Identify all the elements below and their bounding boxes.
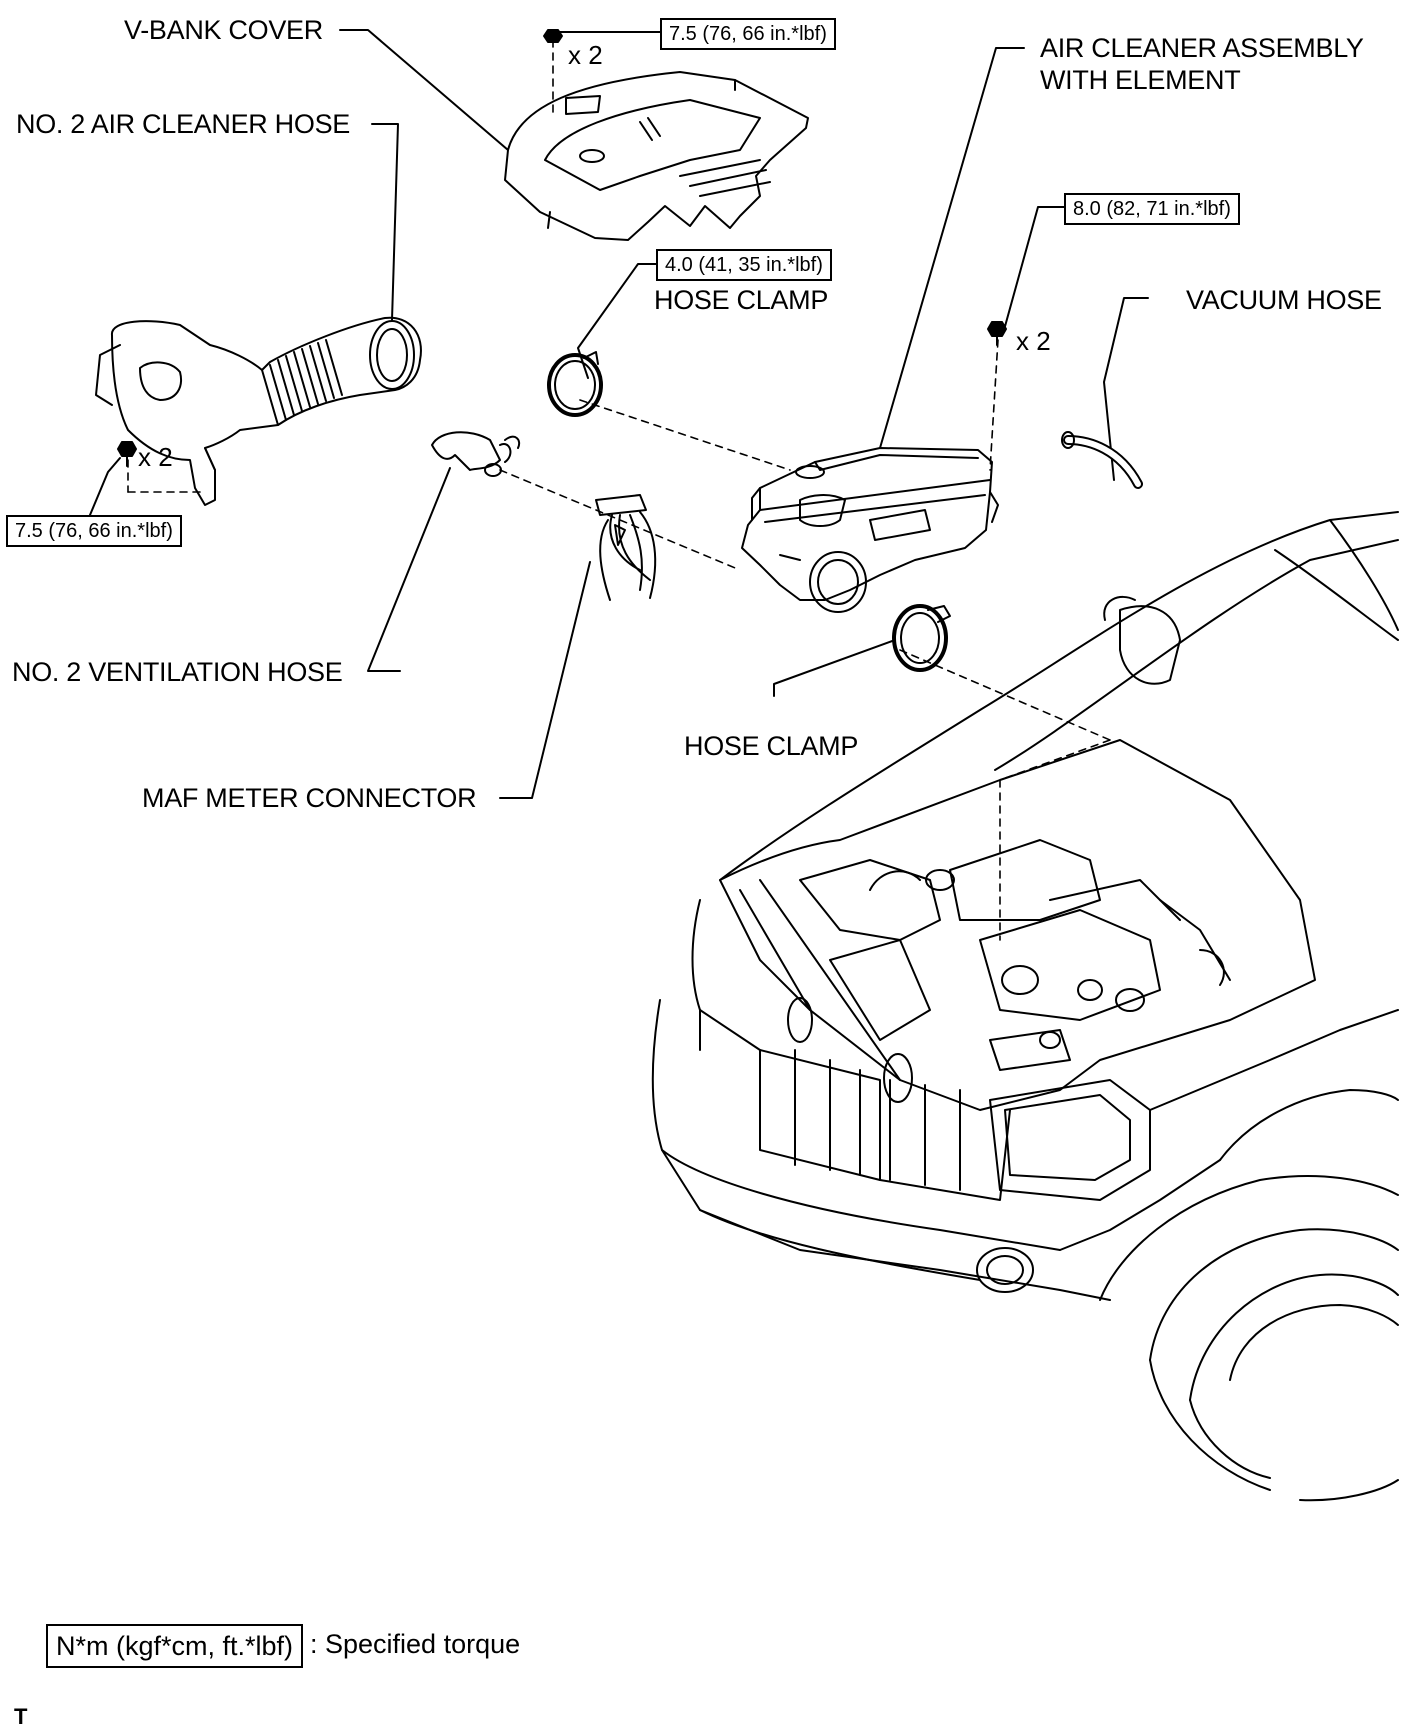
maf-meter-connector-drawing bbox=[595, 494, 657, 601]
legend-torque-unit-box: N*m (kgf*cm, ft.*lbf) bbox=[46, 1624, 304, 1668]
vacuum-hose-drawing bbox=[1061, 431, 1143, 489]
label-maf-meter-connector: MAF METER CONNECTOR bbox=[142, 783, 477, 813]
label-air-cleaner-assembly-line1: AIR CLEANER ASSEMBLY bbox=[1040, 33, 1364, 63]
no2-ventilation-hose-drawing bbox=[431, 431, 521, 477]
label-v-bank-cover: V-BANK COVER bbox=[124, 15, 323, 45]
hose-bracket-bolt-drawing bbox=[117, 441, 137, 467]
torque-assembly-bolt: 8.0 (82, 71 in.*lbf) bbox=[1064, 193, 1240, 225]
cover-nut-drawing bbox=[543, 29, 563, 43]
assembly-bolt-drawing bbox=[987, 321, 1007, 346]
legend-specified-torque: : Specified torque bbox=[310, 1629, 521, 1659]
torque-hose-clamp: 4.0 (41, 35 in.*lbf) bbox=[656, 249, 832, 281]
air-cleaner-assembly-drawing bbox=[741, 447, 999, 613]
multiplier-cover-nut: x 2 bbox=[568, 40, 603, 70]
vehicle-drawing bbox=[651, 511, 1399, 1502]
label-hose-clamp-lower: HOSE CLAMP bbox=[684, 731, 859, 761]
label-air-cleaner-assembly-line2: WITH ELEMENT bbox=[1040, 65, 1241, 95]
multiplier-assembly-bolt: x 2 bbox=[1016, 326, 1051, 356]
torque-cover-nut: 7.5 (76, 66 in.*lbf) bbox=[660, 18, 836, 50]
label-vacuum-hose: VACUUM HOSE bbox=[1186, 285, 1382, 315]
hose-clamp-lower-drawing bbox=[892, 604, 951, 672]
leader-lines bbox=[89, 29, 1149, 799]
label-no2-air-cleaner-hose: NO. 2 AIR CLEANER HOSE bbox=[16, 109, 350, 139]
torque-hose-bracket-bolt: 7.5 (76, 66 in.*lbf) bbox=[6, 515, 182, 547]
label-no2-ventilation-hose: NO. 2 VENTILATION HOSE bbox=[12, 657, 343, 687]
footer-code: T bbox=[14, 1704, 28, 1729]
v-bank-cover-drawing bbox=[504, 71, 809, 241]
no2-air-cleaner-hose-drawing bbox=[95, 316, 422, 506]
label-hose-clamp-upper: HOSE CLAMP bbox=[654, 285, 829, 315]
hose-clamp-upper-drawing bbox=[547, 351, 603, 417]
multiplier-hose-bracket-bolt: x 2 bbox=[138, 442, 173, 472]
